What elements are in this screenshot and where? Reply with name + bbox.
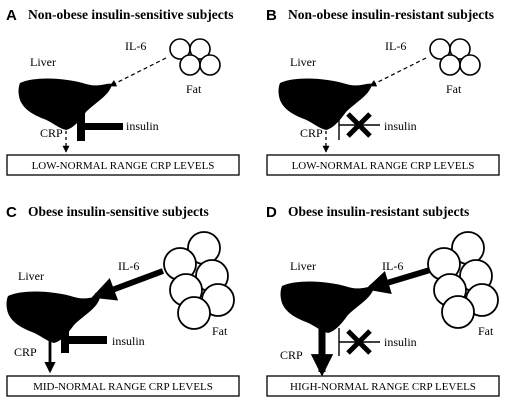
liver-icon: [6, 291, 100, 343]
insulin-label: insulin: [112, 334, 145, 348]
liver-icon: [278, 78, 372, 130]
crp-level-text: HIGH-NORMAL RANGE CRP LEVELS: [290, 381, 476, 393]
il6-label: IL-6: [118, 259, 139, 273]
crp-level-box: [6, 154, 240, 176]
il6-arrow: [369, 57, 427, 87]
fat-cells-icon: [427, 231, 499, 329]
crp-level-box: [266, 375, 500, 397]
il6-arrow: [365, 267, 431, 294]
panel-b: B Non-obese insulin-resistant subjects L…: [266, 7, 500, 176]
panel-title: Obese insulin-resistant subjects: [288, 204, 469, 219]
insulin-inhibition-icon: [77, 113, 123, 141]
liver-icon: [18, 78, 112, 130]
panel-letter: D: [266, 204, 277, 221]
panel-letter: C: [6, 204, 17, 221]
liver-icon: [280, 281, 374, 333]
panel-title: Non-obese insulin-resistant subjects: [288, 7, 494, 22]
liver-label: Liver: [18, 269, 44, 283]
panel-letter: B: [266, 7, 277, 24]
panel-letter: A: [6, 7, 17, 24]
crp-label: CRP: [300, 126, 323, 140]
insulin-label: insulin: [384, 119, 417, 133]
fat-label: Fat: [212, 324, 228, 338]
crp-level-box: [266, 154, 500, 176]
liver-label: Liver: [290, 259, 316, 273]
panel-title: Non-obese insulin-sensitive subjects: [28, 7, 234, 22]
panel-title: Obese insulin-sensitive subjects: [28, 204, 209, 219]
il6-label: IL-6: [382, 259, 403, 273]
liver-label: Liver: [30, 55, 56, 69]
liver-label: Liver: [290, 55, 316, 69]
crp-level-text: LOW-NORMAL RANGE CRP LEVELS: [292, 160, 475, 172]
insulin-label: insulin: [384, 335, 417, 349]
insulin-label: insulin: [126, 119, 159, 133]
crp-label: CRP: [280, 348, 303, 362]
crp-label: CRP: [14, 345, 37, 359]
fat-label: Fat: [478, 324, 494, 338]
il6-arrow: [109, 57, 167, 87]
panel-a: A Non-obese insulin-sensitive subjects L…: [6, 7, 240, 176]
insulin-blocked-icon: [338, 112, 380, 140]
fat-cells-icon: [163, 231, 235, 330]
crp-level-text: LOW-NORMAL RANGE CRP LEVELS: [32, 160, 215, 172]
fat-label: Fat: [446, 82, 462, 96]
crp-level-box: [6, 375, 240, 397]
il6-label: IL-6: [125, 39, 146, 53]
panel-d: D Obese insulin-resistant subjects Liver…: [266, 204, 500, 397]
il6-arrow: [91, 268, 165, 301]
insulin-inhibition-icon: [61, 326, 107, 353]
fat-cells-icon: [169, 38, 221, 76]
fat-cells-icon: [429, 38, 481, 76]
fat-label: Fat: [186, 82, 202, 96]
crp-label: CRP: [40, 126, 63, 140]
il6-label: IL-6: [385, 39, 406, 53]
insulin-blocked-icon: [338, 328, 380, 356]
panel-c: C Obese insulin-sensitive subjects Liver…: [6, 204, 240, 397]
crp-level-text: MID-NORMAL RANGE CRP LEVELS: [33, 381, 213, 393]
